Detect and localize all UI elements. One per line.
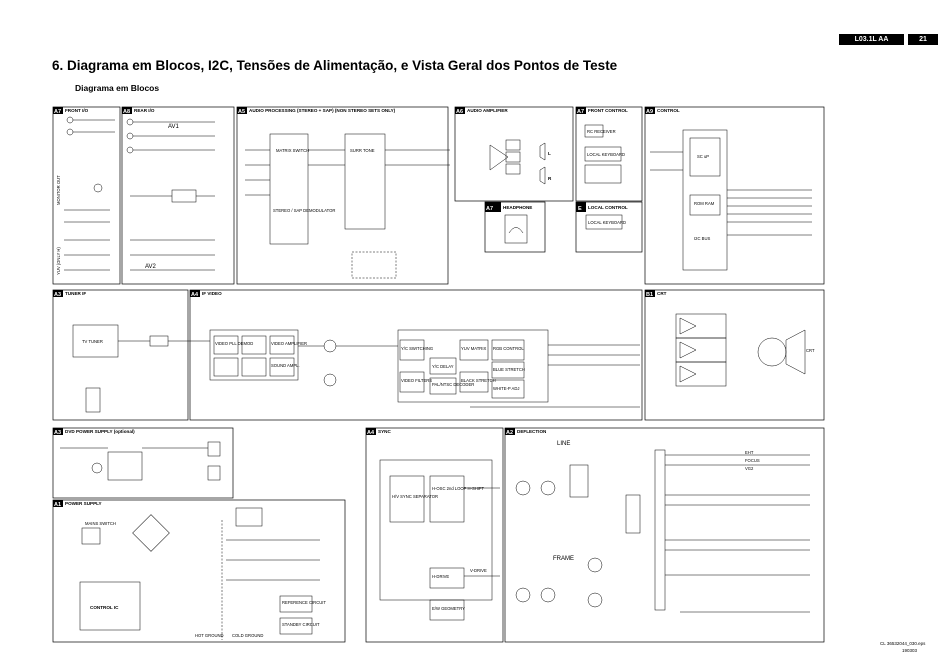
svg-text:A1: A1 <box>54 502 61 508</box>
label-if-video: IF VIDEO <box>202 291 222 296</box>
label-audio-processing: AUDIO PROCESSING (STEREO + SAP) (NON STE… <box>249 108 396 113</box>
tuner-label: TV TUNER <box>82 339 103 344</box>
label-headphone: HEADPHONE <box>503 205 532 210</box>
micro-label: SC uP <box>697 154 709 159</box>
panel-dvd-power <box>52 427 234 499</box>
page-title: 6. Diagrama em Blocos, I2C, Tensões de A… <box>52 58 618 73</box>
speaker-l-label: L <box>548 151 551 156</box>
panel-control <box>644 106 825 285</box>
local-keyboard-label: LOCAL KEYBOARD <box>587 152 625 157</box>
label-front-io: FRONT I/O <box>65 108 89 113</box>
hosc-label: H-OSC 2nd LOOP H-SHIFT <box>432 486 484 491</box>
reference-circuit-label: REFERENCE CIRCUIT <box>282 600 326 605</box>
svg-text:A4: A4 <box>367 430 375 436</box>
svg-text:A9: A9 <box>646 109 653 115</box>
vdrive-label: V-DRIVE <box>470 568 487 573</box>
svg-text:A3: A3 <box>54 430 61 436</box>
label-tuner-if: TUNER IF <box>65 291 86 296</box>
standby-circuit-label: STANDBY CIRCUIT <box>282 622 320 627</box>
panel-rear-io <box>121 106 235 285</box>
svg-text:B1: B1 <box>646 292 653 298</box>
svg-text:A6: A6 <box>456 109 463 115</box>
panel-if-video <box>189 289 643 421</box>
video-pll-label: VIDEO PLL DEMOD <box>215 341 253 346</box>
label-crt: CRT <box>657 291 667 296</box>
panel-tuner-if <box>52 289 189 421</box>
frame-label: FRAME <box>553 556 574 562</box>
matrix-switch-label: MATRIX SWITCH <box>276 148 309 153</box>
crt-label: CRT <box>806 348 815 353</box>
panel-audio-amplifier <box>454 106 574 202</box>
panel-sync <box>365 427 504 643</box>
svg-text:A7: A7 <box>577 109 584 115</box>
cold-ground-label: COLD GROUND <box>232 633 263 638</box>
line-label: LINE <box>557 441 570 447</box>
vg2-label: VG2 <box>745 466 754 471</box>
speaker-r-label: R <box>548 176 552 181</box>
model-badge: L03.1L AA <box>839 34 904 45</box>
i2c-bus-label: I2C BUS <box>694 236 710 241</box>
yuv-label: YUV (ONLY H) <box>56 247 61 275</box>
panel-front-io <box>52 106 121 285</box>
panel-power-supply <box>52 499 346 643</box>
label-audio-amplifier: AUDIO AMPLIFIER <box>467 108 508 113</box>
section-subtitle: Diagrama em Blocos <box>75 83 160 93</box>
label-sync: SYNC <box>378 429 391 434</box>
page-number-badge: 21 <box>908 34 938 45</box>
black-stretch-label: BLACK STRETCH <box>461 378 496 383</box>
surr-tone-label: SURR TONE <box>350 148 375 153</box>
mains-switch-label: MAINS SWITCH <box>85 521 116 526</box>
rgb-control-label: RGB CONTROL <box>493 346 524 351</box>
hot-ground-label: HOT GROUND <box>195 633 224 638</box>
label-front-control: FRONT CONTROL <box>588 108 628 113</box>
hv-sync-label: H/V SYNC SEPARATOR <box>392 494 438 499</box>
rc-receiver-label: RC RECEIVER <box>587 129 616 134</box>
sound-amp-label: SOUND AMPL. <box>271 363 300 368</box>
panel-crt <box>644 289 825 421</box>
geometry-label: E/W GEOMETRY <box>432 606 465 611</box>
yuv-matrix-label: YUV MATRIX <box>461 346 486 351</box>
local-keyboard-2-label: LOCAL KEYBOARD <box>588 220 626 225</box>
panel-headphone <box>484 201 546 253</box>
svg-text:A3: A3 <box>54 292 61 298</box>
rom-ram-label: ROM RAM <box>694 201 715 206</box>
svg-text:A7: A7 <box>54 109 61 115</box>
yc-switch-label: Y/C SWITCHING <box>401 346 433 351</box>
focus-label: FOCUS <box>745 458 760 463</box>
av1-label: AV1 <box>168 124 180 130</box>
hdrive-label: H-DRIVE <box>432 574 449 579</box>
svg-text:A5: A5 <box>238 109 245 115</box>
svg-text:A4: A4 <box>191 292 199 298</box>
av2-label: AV2 <box>145 264 157 270</box>
figure-date: 190303 <box>902 648 918 653</box>
stereo-decoder-label: STEREO / SAP DEMODULATOR <box>273 208 335 213</box>
panel-deflection <box>504 427 825 643</box>
svg-text:A8: A8 <box>123 109 130 115</box>
label-local-control: LOCAL CONTROL <box>588 205 628 210</box>
label-deflection: DEFLECTION <box>517 429 547 434</box>
control-ic-label: CONTROL IC <box>90 605 119 610</box>
label-dvd-power: DVD POWER SUPPLY (optional) <box>65 429 135 434</box>
blue-stretch-label: BLUE STRETCH <box>493 367 525 372</box>
yc-delay-label: Y/C DELAY <box>432 364 454 369</box>
label-control: CONTROL <box>657 108 680 113</box>
svg-text:A2: A2 <box>506 430 513 436</box>
monitor-out-label: MONITOR OUT <box>56 175 61 205</box>
label-rear-io: REAR I/O <box>134 108 155 113</box>
white-p-label: WHITE-P ADJ <box>493 386 519 391</box>
figure-reference: CL 36532044_030.eps <box>880 641 926 646</box>
panel-audio-processing <box>236 106 449 285</box>
svg-text:A7: A7 <box>486 206 493 212</box>
panel-local-control <box>575 201 643 253</box>
svg-text:E: E <box>578 206 582 212</box>
pal-ntsc-label: PAL/NTSC DECODER <box>432 382 474 387</box>
panel-front-control <box>575 106 643 202</box>
label-power-supply: POWER SUPPLY <box>65 501 102 506</box>
video-filters-label: VIDEO FILTERS <box>401 378 432 383</box>
video-amp-label: VIDEO AMPLIFIER <box>271 341 307 346</box>
eht-label: EHT <box>745 450 754 455</box>
